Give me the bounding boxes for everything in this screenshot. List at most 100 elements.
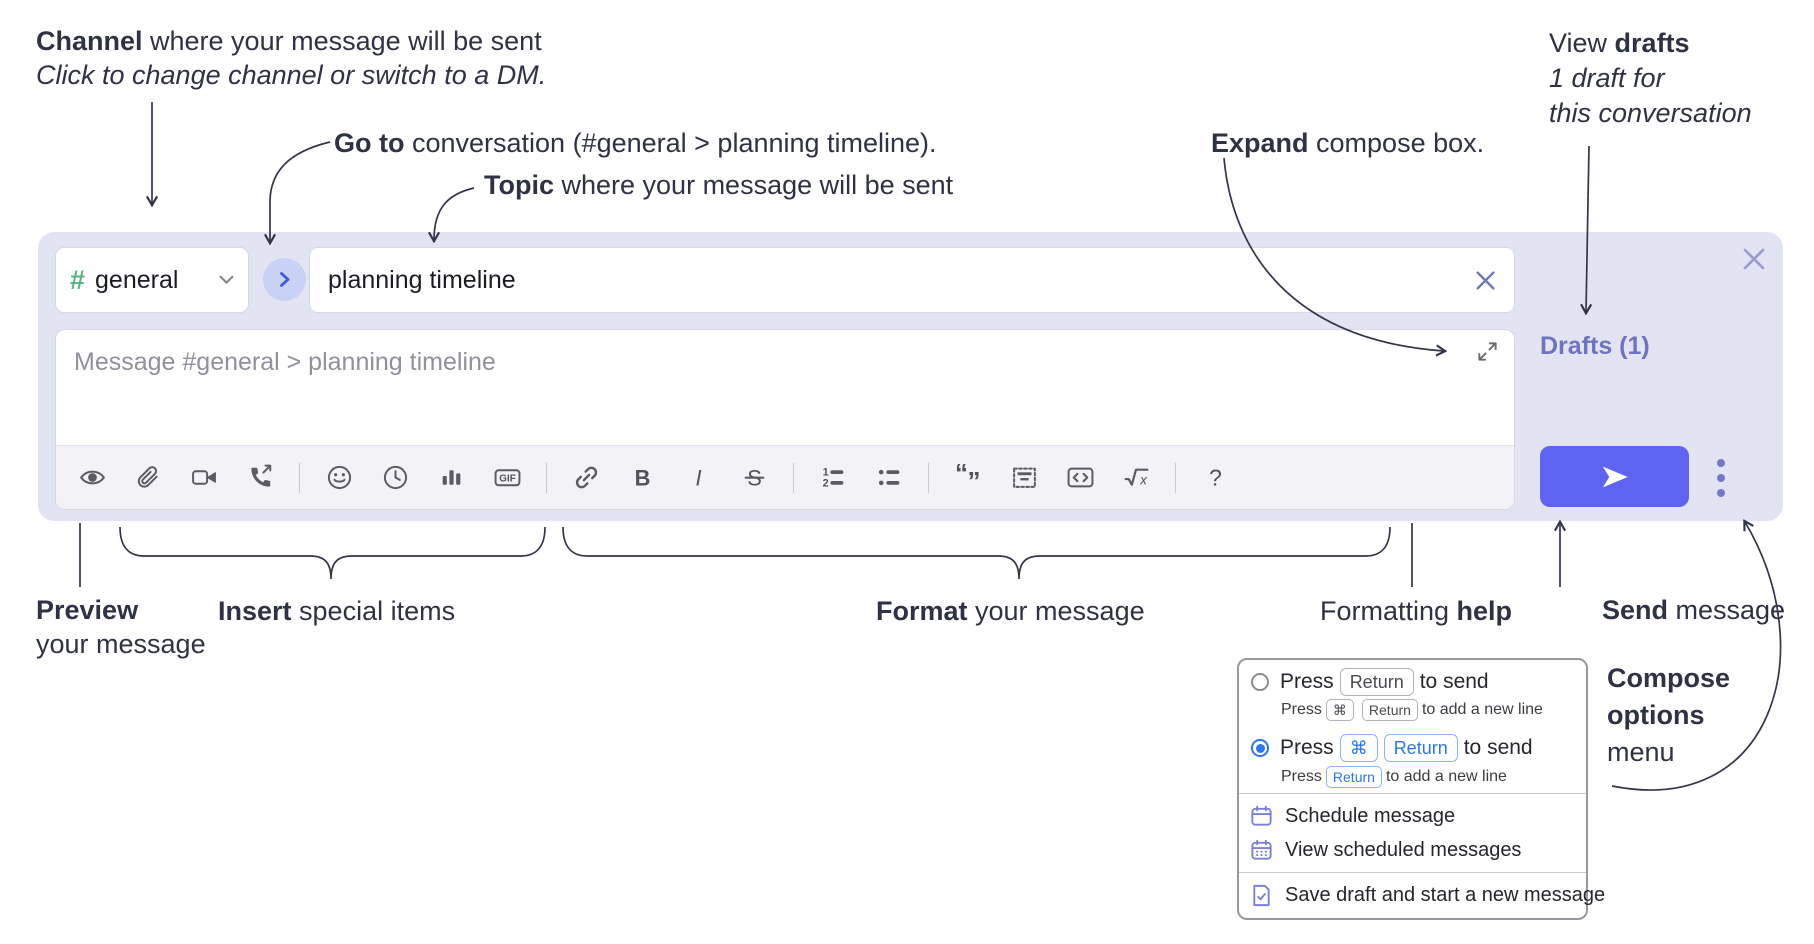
menu-divider (1239, 872, 1586, 873)
compose-options-menu: Press Return to send Press ⌘ Return to a… (1237, 658, 1605, 920)
paperclip-icon (137, 466, 158, 488)
emoji-button[interactable] (316, 455, 362, 501)
bulleted-list-icon (878, 469, 899, 486)
insert-annotation: Insert special items (218, 596, 456, 626)
formatting-help-annotation: Formatting help (1320, 596, 1513, 626)
voice-call-button[interactable] (237, 455, 283, 501)
return-key: Return (1325, 766, 1382, 788)
time-button[interactable] (372, 455, 418, 501)
topic-annotation: Topic where your message will be sent (484, 170, 954, 200)
svg-text:x: x (1139, 472, 1148, 487)
spoiler-icon (1012, 467, 1036, 488)
send-annotation: Send message (1602, 595, 1786, 625)
bold-button[interactable]: B (619, 455, 665, 501)
menu-item-view-scheduled[interactable]: View scheduled messages (1249, 838, 1521, 863)
schedule-calendar-icon (1251, 805, 1272, 826)
compose-toolbar: GIF B I (56, 445, 1514, 509)
topic-value: planning timeline (328, 265, 516, 294)
bulleted-list-button[interactable] (866, 455, 912, 501)
send-option-cmd-return-subtext: Press Return to add a new line (1281, 766, 1507, 788)
code-icon (1067, 467, 1093, 488)
compose-options-button[interactable] (1717, 459, 1725, 497)
code-button[interactable] (1057, 455, 1103, 501)
bold-icon: B (634, 465, 650, 490)
strikethrough-icon: S (744, 465, 764, 490)
italic-icon: I (695, 465, 701, 490)
radio-selected-icon[interactable] (1251, 739, 1269, 757)
save-draft-icon (1253, 884, 1270, 907)
clock-icon (383, 465, 407, 490)
math-button[interactable]: x (1113, 455, 1159, 501)
message-placeholder: Message #general > planning timeline (74, 348, 496, 376)
close-icon (1743, 248, 1765, 270)
message-compose-area[interactable]: Message #general > planning timeline (55, 329, 1515, 510)
quote-icon: “ ” (955, 464, 980, 491)
svg-text:B: B (634, 465, 650, 490)
toolbar-divider (928, 462, 929, 493)
goto-arrow (270, 141, 331, 242)
formatting-help-button[interactable]: ? (1192, 455, 1238, 501)
channel-selector[interactable]: # general (55, 247, 249, 313)
svg-text:GIF: GIF (499, 474, 515, 485)
spoiler-button[interactable] (1001, 455, 1047, 501)
svg-text:?: ? (1209, 464, 1222, 490)
expand-compose-button[interactable] (1476, 340, 1499, 366)
menu-item-save-draft[interactable]: Save draft and start a new message (1249, 883, 1605, 908)
expand-icon (1478, 342, 1497, 361)
return-key: Return (1339, 668, 1414, 696)
smiley-icon (327, 465, 351, 490)
toolbar-divider (1175, 462, 1176, 493)
kebab-dot (1717, 474, 1725, 482)
video-camera-icon (191, 470, 216, 485)
italic-button[interactable]: I (675, 455, 721, 501)
chevron-right-icon (279, 272, 289, 287)
link-button[interactable] (563, 455, 609, 501)
clear-topic-button[interactable] (1475, 270, 1496, 291)
strikethrough-button[interactable]: S (731, 455, 777, 501)
view-drafts-annotation: View drafts 1 draft for this conversatio… (1549, 28, 1752, 128)
quote-button[interactable]: “ ” (945, 455, 991, 501)
numbered-list-button[interactable]: 1 2 (810, 455, 856, 501)
topic-input[interactable]: planning timeline (309, 247, 1515, 313)
insert-brace (119, 526, 546, 580)
bar-chart-icon (442, 470, 460, 485)
chevron-down-icon (219, 275, 234, 285)
menu-item-schedule-message[interactable]: Schedule message (1249, 804, 1455, 829)
cmd-key: ⌘ (1325, 699, 1354, 721)
kebab-dot (1717, 489, 1725, 497)
toolbar-divider (793, 462, 794, 493)
return-key: Return (1361, 699, 1418, 721)
svg-text:I: I (695, 465, 701, 490)
toolbar-divider (299, 462, 300, 493)
close-compose-button[interactable] (1742, 247, 1766, 274)
link-icon (575, 466, 597, 489)
menu-divider (1239, 793, 1586, 794)
goto-annotation: Go to conversation (#general > planning … (334, 128, 937, 158)
gif-button[interactable]: GIF (484, 455, 530, 501)
question-mark-icon: ? (1209, 464, 1222, 490)
scheduled-messages-icon (1251, 839, 1272, 860)
format-brace (562, 526, 1391, 580)
toolbar-divider (546, 462, 547, 493)
drafts-link[interactable]: Drafts (1) (1540, 332, 1650, 360)
attach-file-button[interactable] (125, 455, 171, 501)
send-option-cmd-return[interactable]: Press ⌘ Return to send (1251, 734, 1533, 762)
gif-icon: GIF (494, 469, 520, 487)
svg-text:“: “ (955, 464, 968, 488)
preview-button[interactable] (69, 455, 115, 501)
video-call-button[interactable] (181, 455, 227, 501)
go-to-conversation-button[interactable] (263, 258, 306, 301)
return-key: Return (1383, 734, 1458, 762)
radio-unselected-icon[interactable] (1251, 673, 1269, 691)
kebab-dot (1717, 459, 1725, 467)
close-icon (1476, 270, 1495, 290)
send-button[interactable] (1540, 446, 1689, 507)
send-option-return[interactable]: Press Return to send (1251, 668, 1489, 696)
poll-button[interactable] (428, 455, 474, 501)
expand-annotation: Expand compose box. (1211, 128, 1485, 158)
channel-hash-icon: # (70, 264, 86, 295)
compose-options-annotation: Compose options menu (1607, 663, 1731, 767)
channel-annotation: Channel where your message will be sent … (36, 26, 547, 90)
numbered-list-icon: 1 2 (822, 466, 843, 490)
